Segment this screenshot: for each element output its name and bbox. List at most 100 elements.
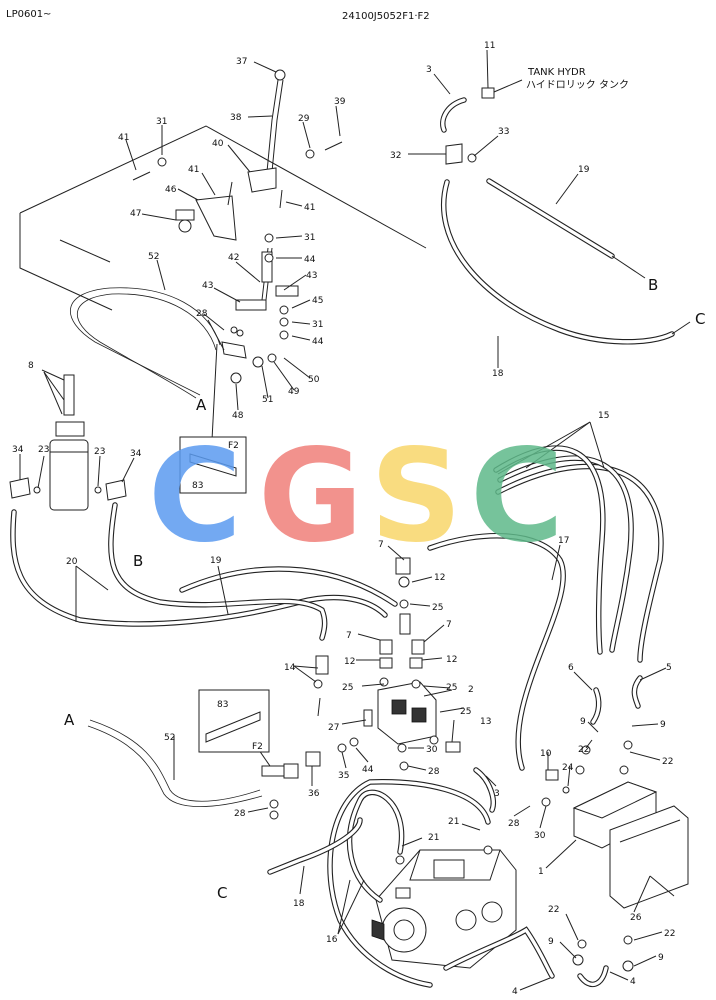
callout-38: 38: [230, 113, 242, 123]
callout-19a: 19: [578, 165, 590, 175]
callout-15: 15: [598, 411, 609, 421]
callout-52b: 52: [164, 733, 175, 743]
callout-31c: 31: [312, 320, 323, 330]
callout-37: 37: [236, 57, 247, 67]
callout-41a: 41: [118, 133, 129, 143]
page-code: LP0601~: [6, 9, 51, 20]
control-lever-assembly: [132, 69, 343, 384]
connector-a-top: A: [196, 396, 207, 414]
detail-label-f2-mid: F2: [252, 742, 263, 752]
callout-24: 24: [562, 763, 574, 773]
detail-part-83-top: 83: [192, 481, 203, 491]
callout-30a: 30: [426, 745, 438, 755]
callout-12b: 12: [344, 657, 355, 667]
callout-3b: 3: [494, 789, 500, 799]
drawing-code: 24100J5052F1·F2: [342, 11, 430, 22]
connector-c-bottom: C: [217, 884, 227, 902]
callout-50: 50: [308, 375, 320, 385]
connector-a-left: A: [64, 711, 75, 729]
callout-18b: 18: [293, 899, 305, 909]
callout-48: 48: [232, 411, 244, 421]
callout-13: 13: [480, 717, 491, 727]
connector-b-top: B: [648, 276, 658, 294]
callout-22c: 22: [548, 905, 559, 915]
hydraulic-pump: [371, 845, 517, 969]
callout-49: 49: [288, 387, 300, 397]
callout-20: 20: [66, 557, 78, 567]
callout-23a: 23: [38, 445, 49, 455]
callout-44a: 44: [304, 255, 316, 265]
callout-25c: 25: [446, 683, 457, 693]
suction-hoses-left: [10, 502, 566, 771]
callout-7c: 7: [446, 620, 452, 630]
callout-6: 6: [568, 663, 574, 673]
callout-9b: 9: [660, 720, 666, 730]
callout-labels: 37 38 39 29 40 41 31 41 46 47 41 31 44 4…: [12, 41, 675, 997]
callout-9c: 9: [548, 937, 554, 947]
callout-45: 45: [312, 296, 323, 306]
cgsc-watermark: C G S C: [148, 422, 564, 571]
callout-22b: 22: [662, 757, 673, 767]
callout-21b: 21: [448, 817, 459, 827]
callout-47: 47: [130, 209, 141, 219]
watermark-letter-c1: C: [148, 422, 242, 571]
callout-16: 16: [326, 935, 338, 945]
callout-12a: 12: [434, 573, 445, 583]
leader-c-top: [671, 321, 691, 335]
callout-29: 29: [298, 114, 310, 124]
detail-box-f2-mid: 83 F2: [198, 689, 270, 753]
watermark-letter-g: G: [258, 422, 363, 571]
callout-39: 39: [334, 97, 346, 107]
callout-11: 11: [484, 41, 495, 51]
callout-52a: 52: [148, 252, 159, 262]
callout-leaders: [19, 49, 667, 991]
callout-12c: 12: [446, 655, 457, 665]
detail-part-83-mid: 83: [217, 700, 228, 710]
callout-7b: 7: [346, 631, 352, 641]
callout-28a: 28: [196, 309, 208, 319]
callout-31a: 31: [156, 117, 167, 127]
callout-44c: 44: [362, 765, 374, 775]
callout-34a: 34: [12, 445, 24, 455]
callout-25d: 25: [460, 707, 471, 717]
leader-b-top: [611, 255, 646, 279]
callout-22d: 22: [664, 929, 675, 939]
callout-7a: 7: [378, 540, 384, 550]
callout-5: 5: [666, 663, 672, 673]
pilot-hoses-right: [493, 445, 664, 725]
watermark-letter-s: S: [370, 422, 462, 571]
callout-21a: 21: [428, 833, 439, 843]
connector-c-top: C: [695, 310, 705, 328]
callout-33: 33: [498, 127, 509, 137]
valve-block: [541, 740, 689, 972]
callout-31b: 31: [304, 233, 315, 243]
callout-25a: 25: [432, 603, 443, 613]
tank-label-jp: ハイドロリック タンク: [526, 79, 629, 91]
callout-34b: 34: [130, 449, 142, 459]
callout-28c: 28: [234, 809, 246, 819]
tank-label-en: TANK HYDR: [527, 67, 586, 78]
callout-43a: 43: [202, 281, 213, 291]
callout-1: 1: [538, 867, 544, 877]
callout-19b: 19: [210, 556, 222, 566]
callout-23b: 23: [94, 447, 105, 457]
callout-43b: 43: [306, 271, 317, 281]
callout-30b: 30: [534, 831, 546, 841]
connector-b-left: B: [133, 552, 143, 570]
filter-assembly: [9, 374, 127, 511]
callout-22a: 22: [578, 745, 589, 755]
callout-2: 2: [468, 685, 474, 695]
callout-17: 17: [558, 536, 569, 546]
mounting-plate-outline: [19, 125, 427, 311]
detail-leader-top: [211, 343, 218, 441]
callout-10: 10: [540, 749, 552, 759]
callout-4b: 4: [630, 977, 636, 987]
callout-9a: 9: [580, 717, 586, 727]
callout-41b: 41: [188, 165, 199, 175]
callout-28b: 28: [428, 767, 440, 777]
callout-4a: 4: [512, 987, 518, 997]
callout-32: 32: [390, 151, 401, 161]
callout-8: 8: [28, 361, 34, 371]
tank-piping: [440, 79, 675, 345]
callout-25b: 25: [342, 683, 353, 693]
